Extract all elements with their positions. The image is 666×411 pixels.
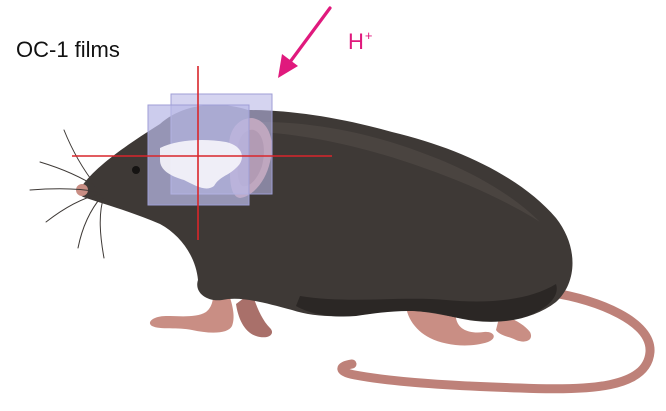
films-label-text: OC-1 films (16, 37, 120, 62)
films-label: OC-1 films (16, 39, 120, 61)
beam-charge-text: + (365, 28, 373, 43)
mouse-eye (132, 166, 140, 174)
beam-label: H+ (348, 29, 372, 53)
beam-particle-text: H (348, 29, 364, 54)
beam-arrow-shaft (290, 8, 330, 62)
